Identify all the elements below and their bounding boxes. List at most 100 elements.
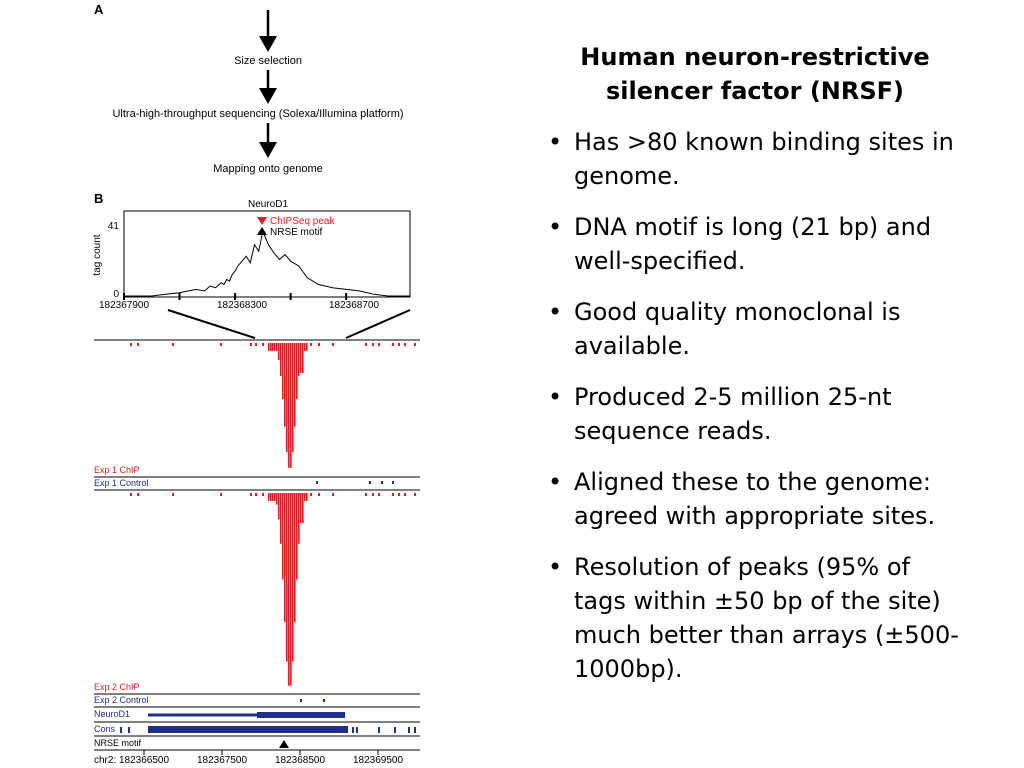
read-stack [304, 493, 306, 501]
read-stack [276, 493, 278, 505]
scattered-read [378, 493, 380, 496]
bullet-text: DNA motif is long (21 bp) and well-speci… [574, 213, 932, 275]
zoom-line-right [345, 309, 411, 339]
exp2-control-reads [300, 699, 325, 702]
read-stack [284, 343, 286, 427]
track-label-exp1-chip: Exp 1 ChIP [94, 465, 140, 475]
bullet-text: Produced 2-5 million 25-nt sequence read… [574, 383, 892, 445]
exp1-chip-reads [130, 343, 416, 468]
legend-chipseq-peak: ChIPSeq peak [270, 216, 335, 227]
bullet-item: • Aligned these to the genome: agreed wit… [548, 465, 968, 533]
conservation-track [120, 726, 416, 733]
chart-title: NeuroD1 [248, 199, 288, 210]
x-tick-label-3: 182368700 [329, 300, 379, 311]
scattered-read [414, 493, 416, 496]
read-stack [296, 343, 298, 400]
track-label-neurod1: NeuroD1 [94, 709, 131, 719]
conservation-bar [120, 727, 122, 733]
scattered-read [372, 343, 374, 346]
scattered-read [378, 343, 380, 346]
scattered-read [262, 343, 264, 346]
read-stack [306, 343, 308, 351]
control-read [392, 481, 394, 484]
chipseq-peak-marker-icon [257, 217, 267, 225]
bullet-item: •Resolution of peaks (95% of tags within… [548, 550, 968, 686]
track-label-exp2-chip: Exp 2 ChIP [94, 682, 140, 692]
scattered-read [130, 493, 132, 496]
flow-step-sequencing: Ultra-high-throughput sequencing (Solexa… [112, 108, 404, 120]
scattered-read [220, 493, 222, 496]
scattered-read [392, 343, 394, 346]
read-stack [282, 493, 284, 580]
read-stack [270, 493, 272, 501]
read-stack [298, 343, 300, 376]
bullet-text: Has >80 known binding sites in genome. [574, 128, 954, 190]
bullet-dot-icon: • [548, 468, 563, 496]
control-read [323, 699, 325, 702]
read-stack [302, 493, 304, 523]
read-stack [274, 493, 276, 501]
bullet-item: • Good quality monoclonal is available. [548, 295, 968, 363]
read-stack [288, 493, 290, 686]
read-stack [280, 343, 282, 376]
slide-title: Human neuron-restrictive silencer factor… [580, 43, 930, 105]
read-stack [278, 343, 280, 360]
scattered-read [318, 343, 320, 346]
read-stack [298, 493, 300, 544]
read-stack [292, 343, 294, 453]
track-label-exp1-control: Exp 1 Control [94, 478, 149, 488]
track-label-exp2-control: Exp 2 Control [94, 695, 149, 705]
y-tick-label-zero: 0 [113, 289, 119, 300]
y-tick-label-max: 41 [108, 221, 120, 232]
bullet-text: Resolution of peaks (95% of tags within … [574, 553, 959, 683]
conservation-bar [352, 727, 354, 733]
conservation-bar [128, 727, 130, 733]
bullet-item: •Produced 2-5 million 25-nt sequence rea… [548, 380, 968, 448]
read-stack [296, 493, 298, 580]
nrse-motif-marker-icon [257, 227, 267, 235]
scattered-read [365, 343, 367, 346]
read-stack [276, 343, 278, 351]
read-stack [278, 493, 280, 520]
read-stack [282, 343, 284, 400]
scattered-read [137, 343, 139, 346]
read-stack [306, 493, 308, 501]
read-stack [268, 343, 270, 351]
read-stack [290, 493, 292, 686]
chr-tick-2: 182367500 [197, 755, 247, 766]
read-stack [268, 493, 270, 501]
conservation-bar [408, 727, 410, 733]
read-stack [288, 343, 290, 468]
conservation-bar [356, 727, 358, 733]
scattered-read [130, 343, 132, 346]
conservation-bar [394, 727, 396, 733]
bullet-dot-icon: • [548, 298, 563, 326]
chart-ylabel: tag count [92, 234, 103, 275]
bullet-text: Aligned these to the genome: agreed with… [574, 468, 936, 530]
tag-count-line [124, 229, 410, 297]
bullet-item: •DNA motif is long (21 bp) and well-spec… [548, 210, 968, 278]
x-tick-label-2: 182368300 [217, 300, 267, 311]
bullet-text: Good quality monoclonal is available. [574, 298, 901, 360]
scattered-read [404, 343, 406, 346]
track-label-nrse-motif: NRSE motif [94, 738, 142, 748]
read-stack [284, 493, 286, 623]
read-stack [302, 343, 304, 373]
flow-step-mapping: Mapping onto genome [213, 163, 323, 175]
scattered-read [250, 343, 252, 346]
flow-step-size-selection: Size selection [234, 55, 302, 67]
zoom-line-left [167, 309, 256, 339]
chart-frame [123, 210, 411, 298]
read-stack [286, 343, 288, 453]
control-read [381, 481, 383, 484]
scattered-read [332, 493, 334, 496]
scattered-read [250, 493, 252, 496]
conservation-bar [414, 727, 416, 733]
read-stack [280, 493, 282, 544]
scattered-read [137, 493, 139, 496]
scattered-read [262, 493, 264, 496]
read-stack [270, 343, 272, 351]
control-read [369, 481, 371, 484]
scattered-read [255, 493, 257, 496]
track-label-cons: Cons [94, 724, 116, 734]
